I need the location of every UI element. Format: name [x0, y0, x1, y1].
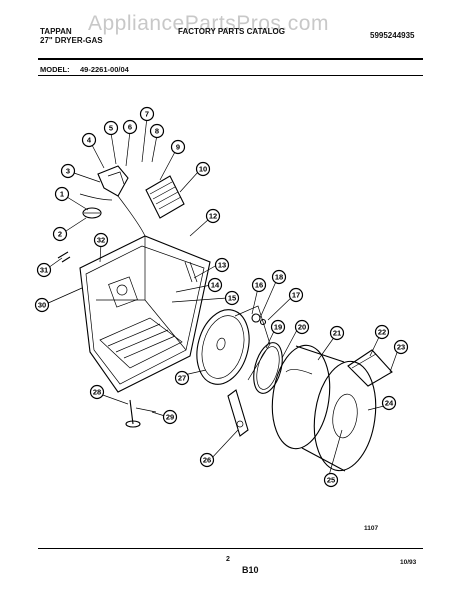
callout-5: 5 — [103, 120, 119, 136]
svg-text:19: 19 — [274, 323, 282, 332]
callout-26: 26 — [199, 452, 215, 468]
callout-15: 15 — [224, 290, 240, 306]
svg-text:22: 22 — [378, 328, 386, 337]
svg-text:9: 9 — [176, 143, 180, 152]
vent-grille-part — [145, 175, 185, 219]
callout-23: 23 — [393, 339, 409, 355]
callout-14: 14 — [207, 277, 223, 293]
svg-text:4: 4 — [87, 136, 92, 145]
svg-text:21: 21 — [333, 329, 341, 338]
model-rule — [38, 75, 423, 76]
leveling-leg-part — [125, 399, 157, 428]
callout-17: 17 — [288, 287, 304, 303]
svg-text:13: 13 — [218, 261, 226, 270]
svg-text:28: 28 — [93, 388, 101, 397]
callout-9: 9 — [170, 139, 186, 155]
callout-30: 30 — [34, 297, 50, 313]
svg-text:10: 10 — [199, 165, 207, 174]
svg-text:32: 32 — [97, 236, 105, 245]
callout-29: 29 — [162, 409, 178, 425]
svg-text:20: 20 — [298, 323, 306, 332]
svg-text:24: 24 — [385, 399, 394, 408]
callout-24: 24 — [381, 395, 397, 411]
callout-32: 32 — [93, 232, 109, 248]
section-code: B10 — [242, 565, 259, 575]
footer-rule — [38, 548, 423, 549]
svg-text:16: 16 — [255, 281, 263, 290]
svg-text:8: 8 — [155, 127, 159, 136]
svg-text:6: 6 — [128, 123, 132, 132]
screw-part — [57, 251, 71, 263]
callout-27: 27 — [174, 370, 190, 386]
page-number: 2 — [226, 556, 230, 563]
catalog-part-number: 5995244935 — [370, 31, 415, 40]
callout-leaders — [45, 116, 400, 480]
svg-text:5: 5 — [109, 124, 113, 133]
callout-25: 25 — [323, 472, 339, 488]
motor-pulley-part — [82, 207, 102, 219]
bulkhead-part — [196, 305, 271, 385]
svg-text:15: 15 — [228, 294, 236, 303]
callout-1: 1 — [54, 186, 70, 202]
callout-20: 20 — [294, 319, 310, 335]
callout-18: 18 — [271, 269, 287, 285]
callout-31: 31 — [36, 262, 52, 278]
svg-text:29: 29 — [166, 413, 174, 422]
drum-support-part — [347, 349, 393, 387]
svg-text:17: 17 — [292, 291, 300, 300]
callout-2: 2 — [52, 226, 68, 242]
drum-seal-part — [253, 342, 283, 394]
svg-text:7: 7 — [145, 110, 149, 119]
callout-12: 12 — [205, 208, 221, 224]
heater-panel-part — [227, 389, 249, 437]
callout-13: 13 — [214, 257, 230, 273]
callout-28: 28 — [89, 384, 105, 400]
callout-6: 6 — [122, 119, 138, 135]
callout-22: 22 — [374, 324, 390, 340]
svg-text:14: 14 — [211, 281, 220, 290]
callout-19: 19 — [270, 319, 286, 335]
header-rule — [38, 58, 423, 60]
svg-text:26: 26 — [203, 456, 211, 465]
svg-text:2: 2 — [58, 230, 62, 239]
diagram-code: 1107 — [364, 525, 379, 532]
model-label: MODEL: — [40, 65, 70, 74]
brand-label: TAPPAN — [40, 27, 72, 36]
svg-text:30: 30 — [38, 301, 46, 310]
callout-3: 3 — [60, 163, 76, 179]
drum-part — [271, 344, 377, 472]
product-label: 27" DRYER-GAS — [40, 36, 103, 45]
svg-text:18: 18 — [275, 273, 283, 282]
revision-date: 10/93 — [400, 559, 417, 566]
callout-10: 10 — [195, 161, 211, 177]
svg-text:12: 12 — [209, 212, 217, 221]
model-number: 49-2261-00/04 — [80, 65, 129, 74]
callout-16: 16 — [251, 277, 267, 293]
svg-text:23: 23 — [397, 343, 405, 352]
catalog-title: FACTORY PARTS CATALOG — [178, 27, 285, 36]
watermark: AppliancePartsPros.com — [88, 12, 329, 35]
callout-8: 8 — [149, 123, 165, 139]
svg-text:25: 25 — [327, 476, 335, 485]
callout-21: 21 — [329, 325, 345, 341]
callout-4: 4 — [81, 132, 97, 148]
svg-text:3: 3 — [66, 167, 70, 176]
svg-text:31: 31 — [40, 266, 48, 275]
svg-text:27: 27 — [178, 374, 186, 383]
callout-7: 7 — [139, 106, 155, 122]
burner-bracket-part — [79, 165, 146, 237]
cabinet-part — [79, 235, 211, 393]
svg-text:1: 1 — [60, 190, 64, 199]
